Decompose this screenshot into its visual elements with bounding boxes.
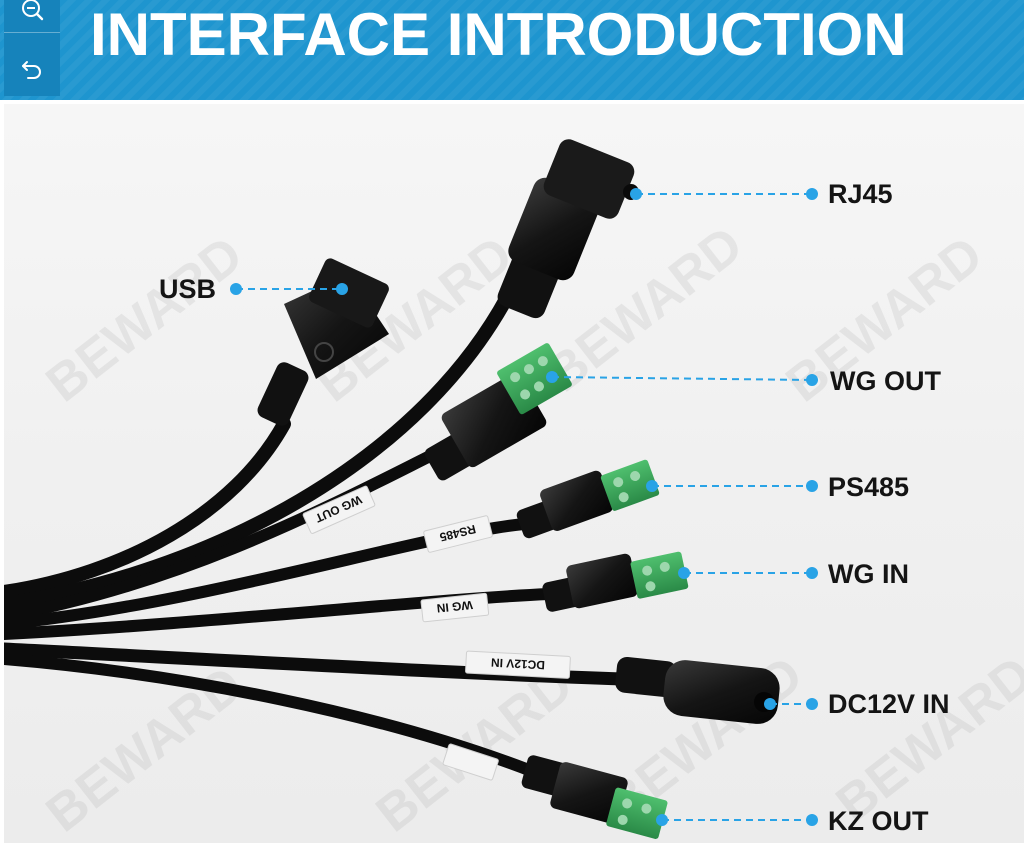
label-usb: USB (159, 274, 217, 304)
kz-out-connector (521, 755, 668, 839)
product-photo: BEWARD BEWARD BEWARD BEWARD BEWARD BEWAR… (4, 104, 1024, 843)
undo-icon (22, 61, 41, 79)
viewer-toolbar (4, 0, 60, 96)
label-wg-in: WG IN (828, 559, 909, 589)
page-title: INTERFACE INTRODUCTION (90, 1, 907, 68)
zoom-out-button[interactable] (4, 0, 60, 33)
header-banner (0, 0, 1024, 100)
label-kz-out: KZ OUT (828, 806, 929, 836)
cable-tags: WG OUT RS485 WG IN DC12V IN (302, 485, 571, 781)
rj45-connector (497, 139, 639, 319)
wg-out-connector (424, 343, 572, 481)
label-ps485: PS485 (828, 472, 910, 502)
label-rj45: RJ45 (828, 179, 893, 209)
cable-tag-dc12v: DC12V IN (491, 655, 546, 672)
watermark-text: BEWARD (36, 225, 254, 413)
leader-dots (230, 188, 818, 826)
cable-tag-wg-in: WG IN (436, 598, 473, 616)
label-wg-out: WG OUT (830, 366, 941, 396)
cable-illustration: BEWARD BEWARD BEWARD BEWARD BEWARD BEWAR… (4, 139, 1024, 843)
zoom-out-icon (22, 0, 44, 21)
label-dc12v-in: DC12V IN (828, 689, 950, 719)
cables (4, 277, 631, 778)
header-divider (0, 100, 1024, 104)
dc12v-connector (615, 656, 780, 724)
wg-in-connector (542, 551, 689, 612)
leader-lines (236, 193, 813, 821)
ps485-connector (516, 459, 660, 539)
usb-connector (257, 258, 389, 426)
back-button[interactable] (4, 46, 60, 92)
